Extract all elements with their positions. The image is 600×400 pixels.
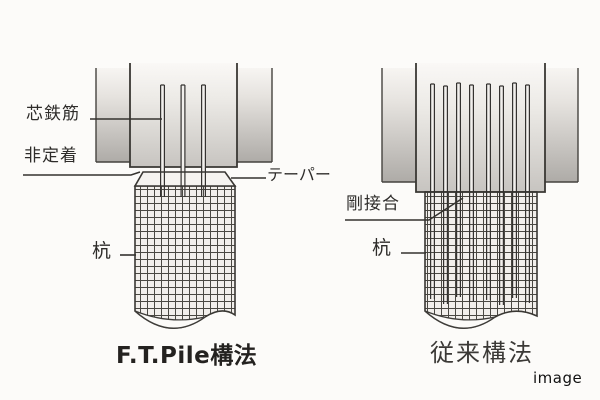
image-watermark: image xyxy=(533,369,583,387)
rebar xyxy=(456,82,461,297)
rebar xyxy=(160,84,165,197)
left-pile-body xyxy=(134,185,236,329)
caption-ft-pile-method: F.T.Pile構法 xyxy=(116,343,258,369)
rebar xyxy=(486,83,491,300)
ft-pile-diagram xyxy=(23,63,273,329)
rebar xyxy=(469,84,474,302)
leader-rigid-joint xyxy=(345,197,464,221)
rebar xyxy=(525,84,530,303)
label-pile-left: 杭 xyxy=(92,240,113,262)
rebar xyxy=(201,84,206,197)
right-inner-column xyxy=(416,63,545,192)
label-taper: テーパー xyxy=(267,165,331,184)
left-pile-cut-face xyxy=(134,310,206,329)
conventional-diagram xyxy=(345,63,579,329)
label-pile-right: 杭 xyxy=(372,237,393,259)
label-non-anchored: 非定着 xyxy=(24,146,78,166)
rebar xyxy=(180,84,186,197)
label-core-rebar: 芯鉄筋 xyxy=(26,104,80,124)
caption-conventional-method: 従来構法 xyxy=(430,339,534,367)
rebar xyxy=(499,85,504,305)
rebar xyxy=(430,83,435,299)
left-core-rebars xyxy=(160,84,206,197)
rebar xyxy=(512,82,517,298)
rebar xyxy=(443,85,448,304)
right-anchored-rebars xyxy=(430,82,530,305)
label-rigid-joint: 剛接合 xyxy=(346,194,400,214)
leader-non-anchored xyxy=(23,171,141,176)
right-pile-cut-face xyxy=(424,310,496,329)
